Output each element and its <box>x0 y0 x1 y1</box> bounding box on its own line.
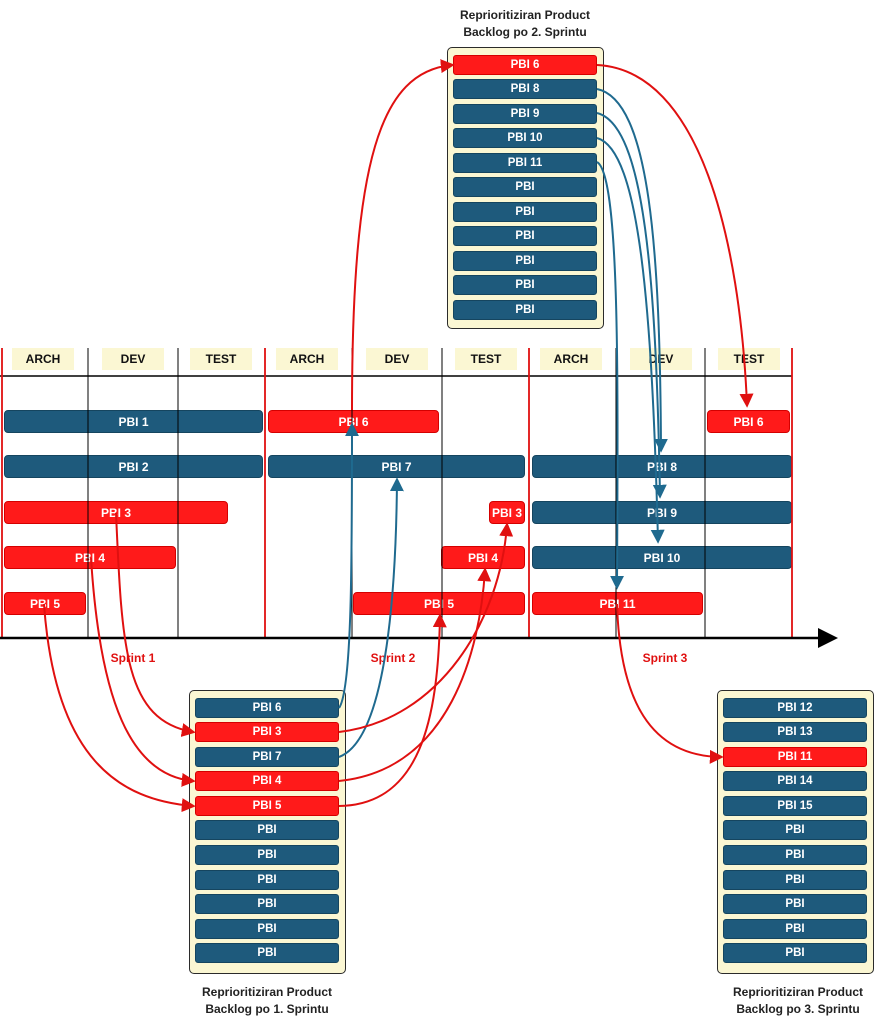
arrow-pbi4-to-backlog1 <box>90 557 196 787</box>
bar-s3-pbi6[interactable]: PBI 6 <box>707 410 790 433</box>
backlog3-item[interactable]: PBI <box>723 870 867 890</box>
backlog1-item[interactable]: PBI <box>195 919 339 939</box>
backlog-sprint3-caption: Reprioritiziran Product Backlog po 3. Sp… <box>698 984 882 1018</box>
bar-s2-pbi7[interactable]: PBI 7 <box>268 455 525 478</box>
bar-s1-pbi2[interactable]: PBI 2 <box>4 455 263 478</box>
phase-dev-s2: DEV <box>366 348 428 370</box>
arrow-pbi11-to-backlog3 <box>616 603 724 764</box>
bar-s2-pbi4[interactable]: PBI 4 <box>441 546 525 569</box>
arrow-backlog2-pbi9-to-sprint3 <box>596 112 667 499</box>
arrow-backlog2-pbi10-to-sprint3 <box>596 137 665 544</box>
backlog3-item[interactable]: PBI 11 <box>723 747 867 767</box>
phase-arch-s3: ARCH <box>540 348 602 370</box>
sprint-2-label: Sprint 2 <box>370 651 416 665</box>
backlog1-item[interactable]: PBI <box>195 820 339 840</box>
backlog3-item[interactable]: PBI 14 <box>723 771 867 791</box>
backlog2-item[interactable]: PBI 10 <box>453 128 597 148</box>
bar-s1-pbi4[interactable]: PBI 4 <box>4 546 176 569</box>
backlog2-item[interactable]: PBI 11 <box>453 153 597 173</box>
backlog2-item[interactable]: PBI <box>453 251 597 271</box>
arrow-pbi5-to-backlog1 <box>43 603 196 813</box>
backlog2-item[interactable]: PBI <box>453 226 597 246</box>
backlog2-item[interactable]: PBI <box>453 275 597 295</box>
caption-line: Reprioritiziran Product <box>201 985 332 999</box>
backlog1-item[interactable]: PBI <box>195 894 339 914</box>
caption-line: Backlog po 3. Sprintu <box>736 1002 860 1016</box>
bar-s2-pbi3[interactable]: PBI 3 <box>489 501 525 524</box>
backlog3-item[interactable]: PBI <box>723 943 867 963</box>
backlog1-item[interactable]: PBI 3 <box>195 722 339 742</box>
phase-test-s3: TEST <box>718 348 780 370</box>
backlog1-item[interactable]: PBI <box>195 870 339 890</box>
bar-s1-pbi1[interactable]: PBI 1 <box>4 410 263 433</box>
caption-line: Reprioritiziran Product <box>732 985 863 999</box>
bar-s2-pbi6[interactable]: PBI 6 <box>268 410 439 433</box>
bar-s2-pbi5[interactable]: PBI 5 <box>353 592 525 615</box>
backlog-sprint1-caption: Reprioritiziran Product Backlog po 1. Sp… <box>167 984 367 1018</box>
phase-test-s1: TEST <box>190 348 252 370</box>
backlog3-item[interactable]: PBI <box>723 845 867 865</box>
bar-s1-pbi3[interactable]: PBI 3 <box>4 501 228 524</box>
backlog2-item[interactable]: PBI 9 <box>453 104 597 124</box>
bar-s3-pbi10[interactable]: PBI 10 <box>532 546 792 569</box>
backlog3-item[interactable]: PBI <box>723 820 867 840</box>
arrow-backlog1-pbi7-to-sprint2 <box>338 477 404 758</box>
backlog3-item[interactable]: PBI 12 <box>723 698 867 718</box>
bar-s3-pbi9[interactable]: PBI 9 <box>532 501 792 524</box>
backlog3-item[interactable]: PBI <box>723 894 867 914</box>
backlog2-item[interactable]: PBI <box>453 202 597 222</box>
phase-dev-s1: DEV <box>102 348 164 370</box>
backlog2-item[interactable]: PBI <box>453 177 597 197</box>
phase-arch-s2: ARCH <box>276 348 338 370</box>
arrow-backlog1-pbi5-to-sprint2 <box>338 613 447 807</box>
backlog1-item[interactable]: PBI 6 <box>195 698 339 718</box>
backlog2-item[interactable]: PBI <box>453 300 597 320</box>
sprint-1-label: Sprint 1 <box>110 651 156 665</box>
backlog1-item[interactable]: PBI 4 <box>195 771 339 791</box>
caption-line: Reprioritiziran Product <box>459 8 590 22</box>
caption-line: Backlog po 1. Sprintu <box>205 1002 329 1016</box>
phase-dev-s3: DEV <box>630 348 692 370</box>
phase-arch-s1: ARCH <box>12 348 74 370</box>
backlog3-item[interactable]: PBI 15 <box>723 796 867 816</box>
backlog1-item[interactable]: PBI 7 <box>195 747 339 767</box>
sprint-3-label: Sprint 3 <box>642 651 688 665</box>
bar-s3-pbi11[interactable]: PBI 11 <box>532 592 703 615</box>
backlog3-item[interactable]: PBI <box>723 919 867 939</box>
backlog1-item[interactable]: PBI <box>195 943 339 963</box>
bar-s1-pbi5[interactable]: PBI 5 <box>4 592 86 615</box>
backlog-sprint2-caption: Reprioritiziran Product Backlog po 2. Sp… <box>425 7 625 41</box>
backlog1-item[interactable]: PBI 5 <box>195 796 339 816</box>
backlog2-item[interactable]: PBI 6 <box>453 55 597 75</box>
phase-test-s2: TEST <box>455 348 517 370</box>
backlog2-item[interactable]: PBI 8 <box>453 79 597 99</box>
arrow-backlog2-pbi8-to-sprint3 <box>596 88 668 453</box>
bar-s3-pbi8[interactable]: PBI 8 <box>532 455 792 478</box>
backlog3-item[interactable]: PBI 13 <box>723 722 867 742</box>
backlog1-item[interactable]: PBI <box>195 845 339 865</box>
caption-line: Backlog po 2. Sprintu <box>463 25 587 39</box>
